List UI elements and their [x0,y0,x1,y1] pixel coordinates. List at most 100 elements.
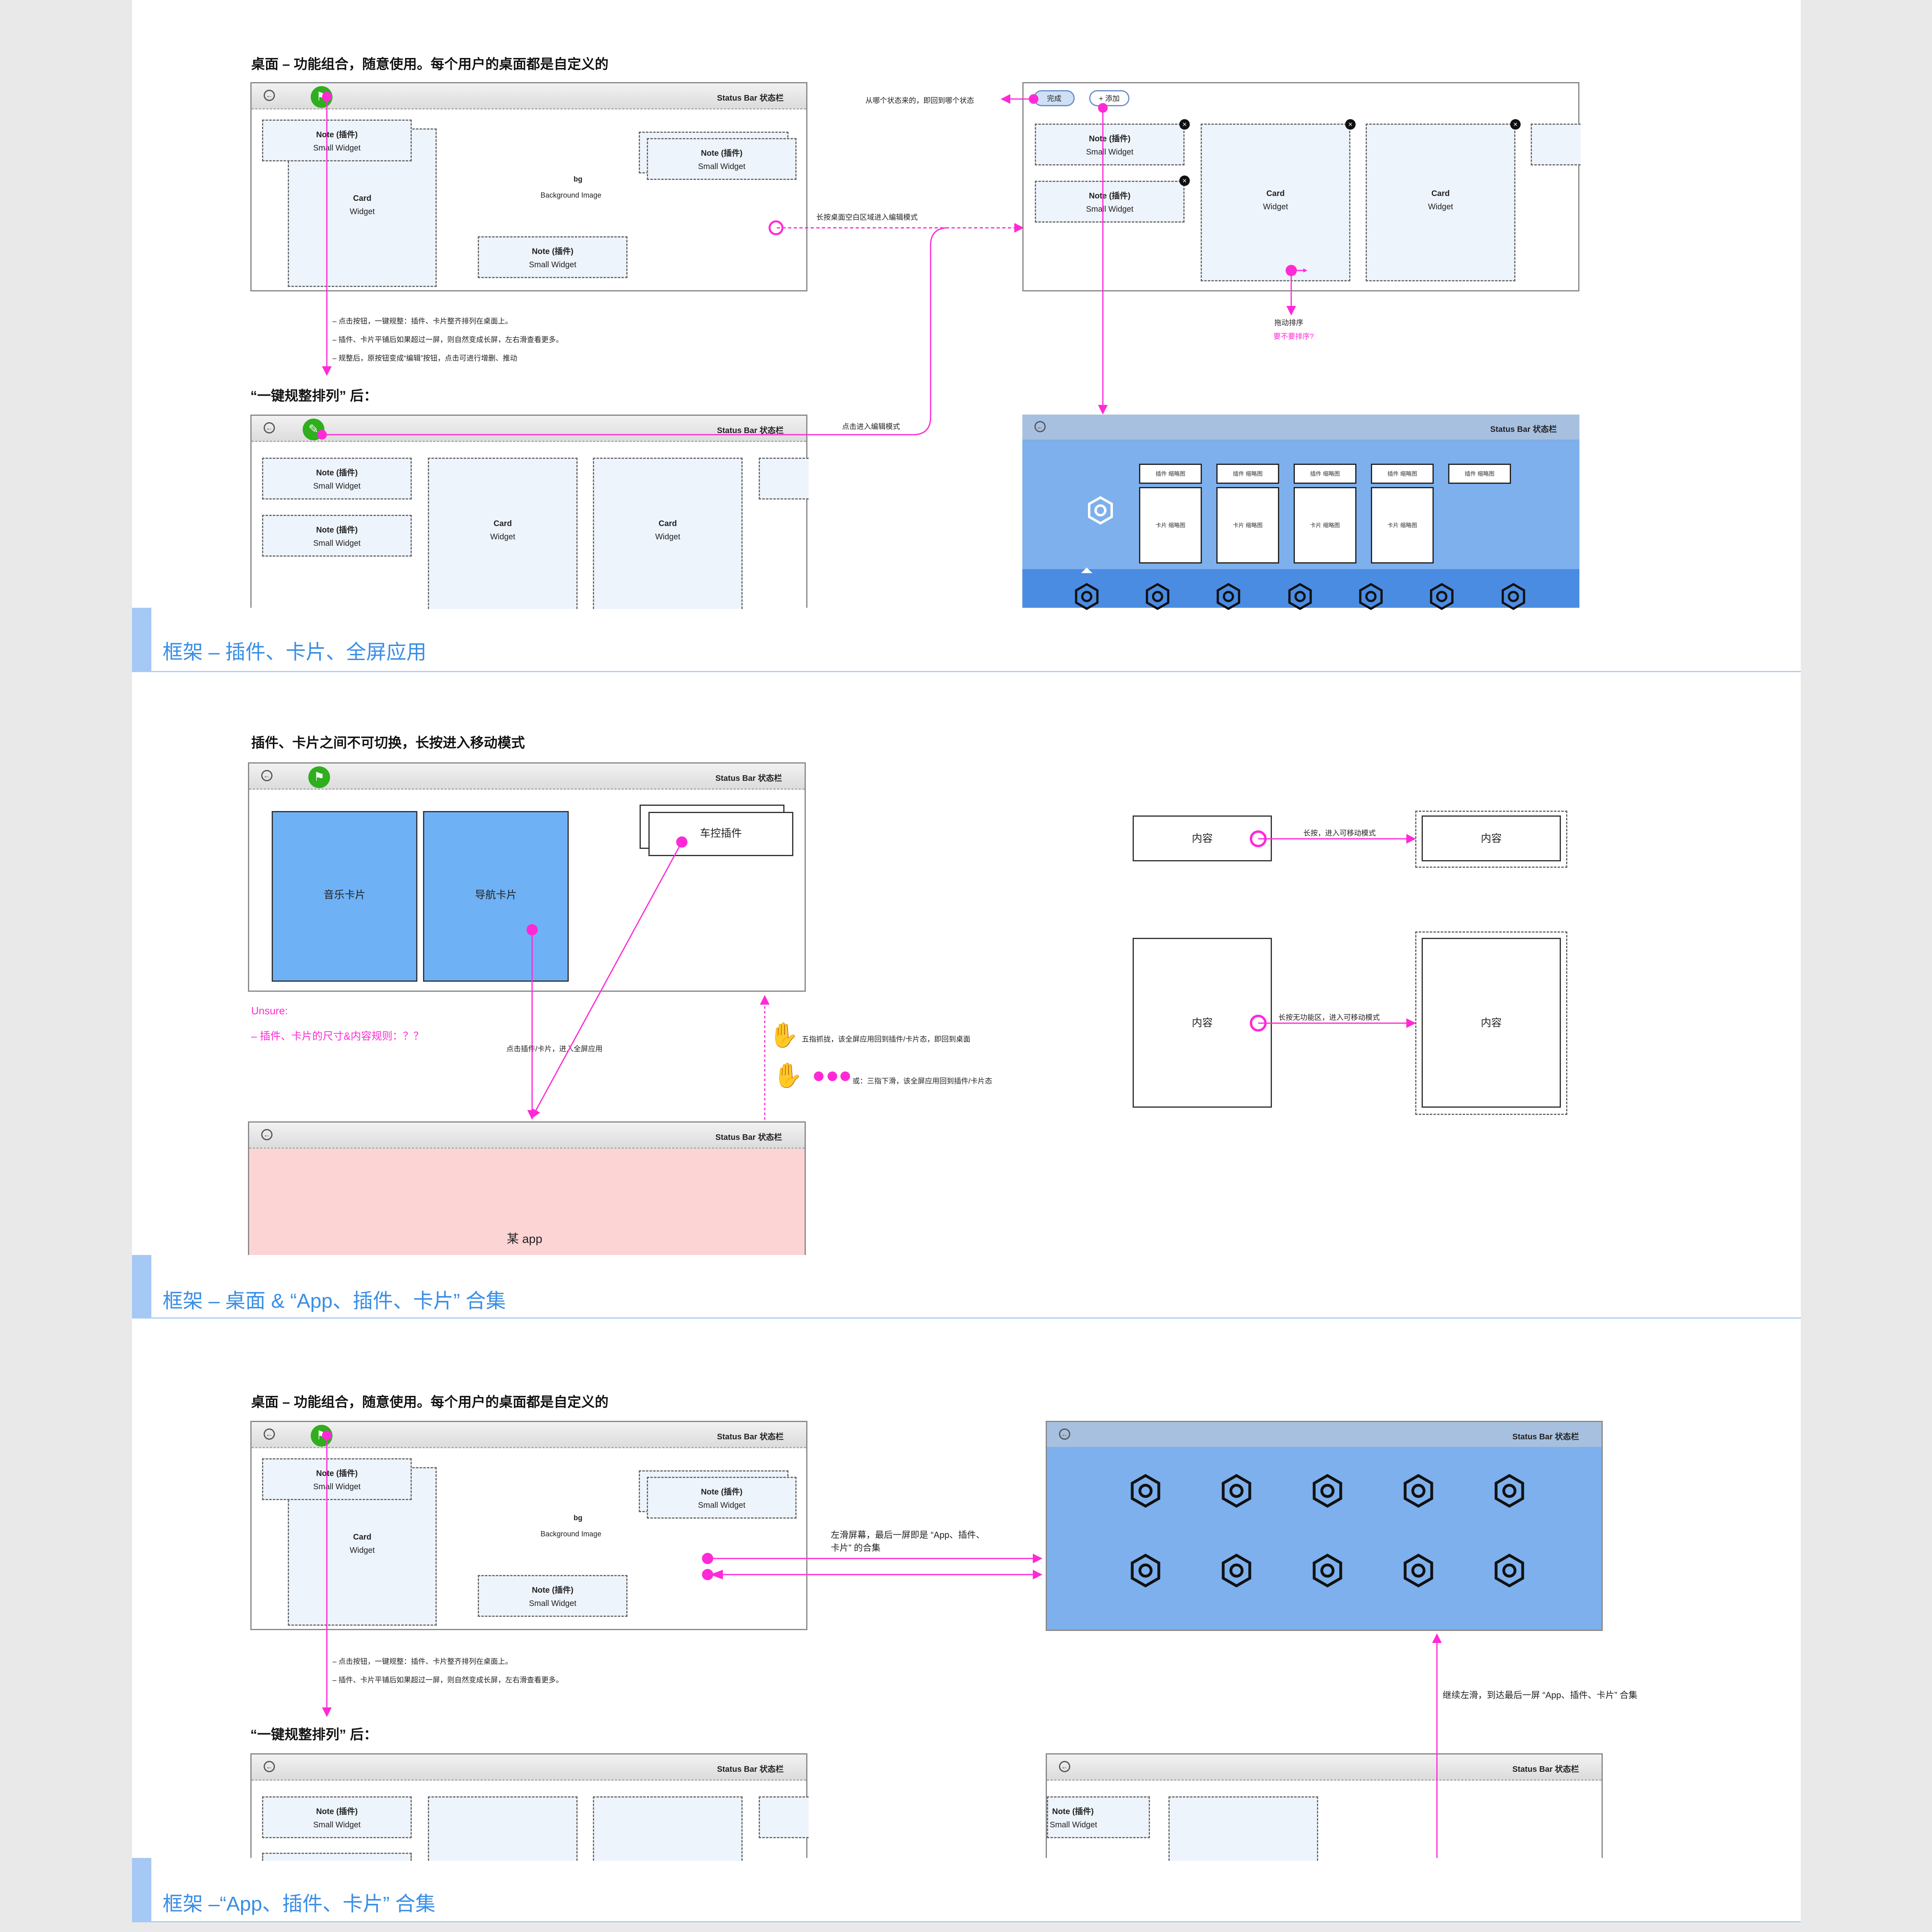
note-line-1: – 点击按钮，一键规整：插件、卡片整齐排列在桌面上。 [332,317,513,325]
widget-subtitle: Small Widget [313,1482,361,1491]
from-state-label: 从哪个状态来的，即回到哪个状态 [865,97,974,105]
note-widget[interactable]: Note (插件)Small Widget [478,1575,627,1617]
widget-title: Note (插件) [316,1807,358,1816]
status-bar: ← Status Bar 状态栏 [1022,415,1579,440]
close-icon[interactable]: × [1179,119,1190,130]
widget-title: Note (插件) [1089,134,1131,143]
card-widget[interactable] [593,1796,743,1861]
back-icon[interactable]: ← [264,90,275,101]
card-thumbnail[interactable]: 卡片 缩略图 [1216,487,1279,564]
section-header-3: 框架 –“App、插件、卡片” 合集 [132,1858,1801,1922]
arranged-desktop-frame: ← Status Bar 状态栏 Note (插件)Small Widget [250,1753,809,1861]
content-box[interactable]: 内容 [1133,938,1272,1108]
back-icon[interactable]: ← [264,422,275,433]
status-bar-title: Status Bar 状态栏 [1512,1765,1579,1774]
card-thumbnail[interactable]: 卡片 缩略图 [1371,487,1434,564]
car-plugin[interactable]: 车控插件 [648,812,793,856]
back-icon[interactable]: ← [264,1428,275,1440]
note-widget[interactable]: Note (插件) Small Widget [1047,1796,1150,1838]
widget-subtitle: Small Widget [313,1821,361,1829]
widget-title: Note (插件) [316,526,358,535]
card-widget[interactable] [1168,1796,1318,1861]
plugin-thumbnail[interactable]: 插件 缩略图 [1139,464,1202,484]
close-icon[interactable]: × [1179,175,1190,186]
note-widget[interactable]: Note (插件)Small Widget [262,458,412,500]
note-widget[interactable]: Note (插件)Small Widget [1035,181,1185,223]
back-icon[interactable]: ← [1034,421,1046,432]
widget-title: Note (插件) [1052,1807,1094,1816]
note-line-2: – 插件、卡片平铺后如果超过一屏，则自然变成长屏，左右滑查看更多。 [332,336,564,344]
note-widget[interactable]: Note (插件)Small Widget [1035,124,1185,165]
widget-peek[interactable] [1531,124,1581,165]
content-box[interactable]: 内容 [1422,938,1561,1108]
widget-peek[interactable] [759,458,809,500]
back-icon[interactable]: ← [1059,1761,1070,1772]
close-icon[interactable]: × [1510,119,1521,130]
section-header-1: 框架 – 插件、卡片、全屏应用 [132,608,1801,672]
arranged-desktop-frame-2: ← Status Bar 状态栏 Note (插件) Small Widget [1046,1753,1603,1861]
five-finger-label: 五指抓拢，该全屏应用回到插件/卡片态，即回到桌面 [802,1035,970,1043]
plugin-thumbnail[interactable]: 插件 缩略图 [1371,464,1434,484]
content-box[interactable]: 内容 [1422,815,1561,861]
note-widget[interactable]: Note (插件)Small Widget [262,515,412,557]
card-widget[interactable] [428,1796,578,1861]
bottom-heading: 桌面 – 功能组合，随意使用。每个用户的桌面都是自定义的 [251,1395,609,1410]
widget-subtitle: Widget [1428,202,1453,211]
note-widget[interactable]: Note (插件)Small Widget [647,1477,797,1519]
note-widget[interactable]: Note (插件) Small Widget [262,1796,412,1838]
widget-subtitle: Widget [1263,202,1288,211]
longpress-move-label: 长按，进入可移动模式 [1303,829,1376,837]
content-label: 内容 [1480,832,1502,844]
status-bar: ← Status Bar 状态栏 [252,1422,806,1448]
section-title: 框架 – 插件、卡片、全屏应用 [163,641,427,663]
note-widget[interactable]: Note (插件)Small Widget [647,138,797,180]
note-widget[interactable]: Note (插件)Small Widget [478,236,627,278]
click-full-label: 点击插件/卡片，进入全屏应用 [506,1045,603,1053]
status-bar-title: Status Bar 状态栏 [717,426,784,435]
back-icon[interactable]: ← [261,770,272,781]
nav-card[interactable]: 导航卡片 [423,811,569,982]
done-button[interactable]: 完成 [1034,90,1075,106]
close-icon[interactable]: × [1345,119,1356,130]
mid-heading: 插件、卡片之间不可切换，长按进入移动模式 [251,735,525,751]
app-label: 某 app [507,1232,543,1246]
click-edit-label: 点击进入编辑模式 [842,423,900,431]
back-icon[interactable]: ← [264,1761,275,1772]
nav-card-label: 导航卡片 [475,889,517,901]
unsure-item: – 插件、卡片的尺寸&内容规则：？？ [251,1030,424,1042]
status-bar-title: Status Bar 状态栏 [1490,425,1557,434]
plugin-thumbnail[interactable]: 插件 缩略图 [1294,464,1356,484]
note-widget[interactable]: Note (插件)Small Widget [262,1458,412,1500]
widget-title: Card [353,194,372,203]
note-line-1: – 点击按钮，一键规整：插件、卡片整齐排列在桌面上。 [332,1657,513,1666]
top-heading: 桌面 – 功能组合，随意使用。每个用户的桌面都是自定义的 [251,57,609,72]
card-thumbnail[interactable]: 卡片 缩略图 [1139,487,1202,564]
section-underline [132,1921,1801,1922]
add-button[interactable]: + 添加 [1089,90,1129,106]
arrange-button[interactable]: ⚑ [308,766,330,788]
content-box[interactable]: 内容 [1133,815,1272,861]
status-bar-title: Status Bar 状态栏 [715,774,782,783]
music-card[interactable]: 音乐卡片 [272,811,417,982]
plugin-thumbnail[interactable]: 插件 缩略图 [1216,464,1279,484]
widget-peek[interactable] [759,1796,809,1838]
card-thumbnail[interactable]: 卡片 缩略图 [1294,487,1356,564]
plugin-thumbnail[interactable]: 插件 缩略图 [1448,464,1511,484]
status-bar: ← Status Bar 状态栏 [249,764,805,790]
back-icon[interactable]: ← [1059,1428,1070,1440]
arranged-heading: “一键规整排列” 后： [250,1727,378,1742]
back-icon[interactable]: ← [261,1129,272,1140]
widget-title: Note (插件) [316,469,358,477]
widget-subtitle: Small Widget [1050,1821,1097,1829]
content-label: 内容 [1480,1017,1502,1029]
widget-subtitle: Small Widget [313,144,361,153]
note-widget[interactable] [262,1853,412,1861]
status-bar: ← Status Bar 状态栏 [1047,1422,1602,1448]
